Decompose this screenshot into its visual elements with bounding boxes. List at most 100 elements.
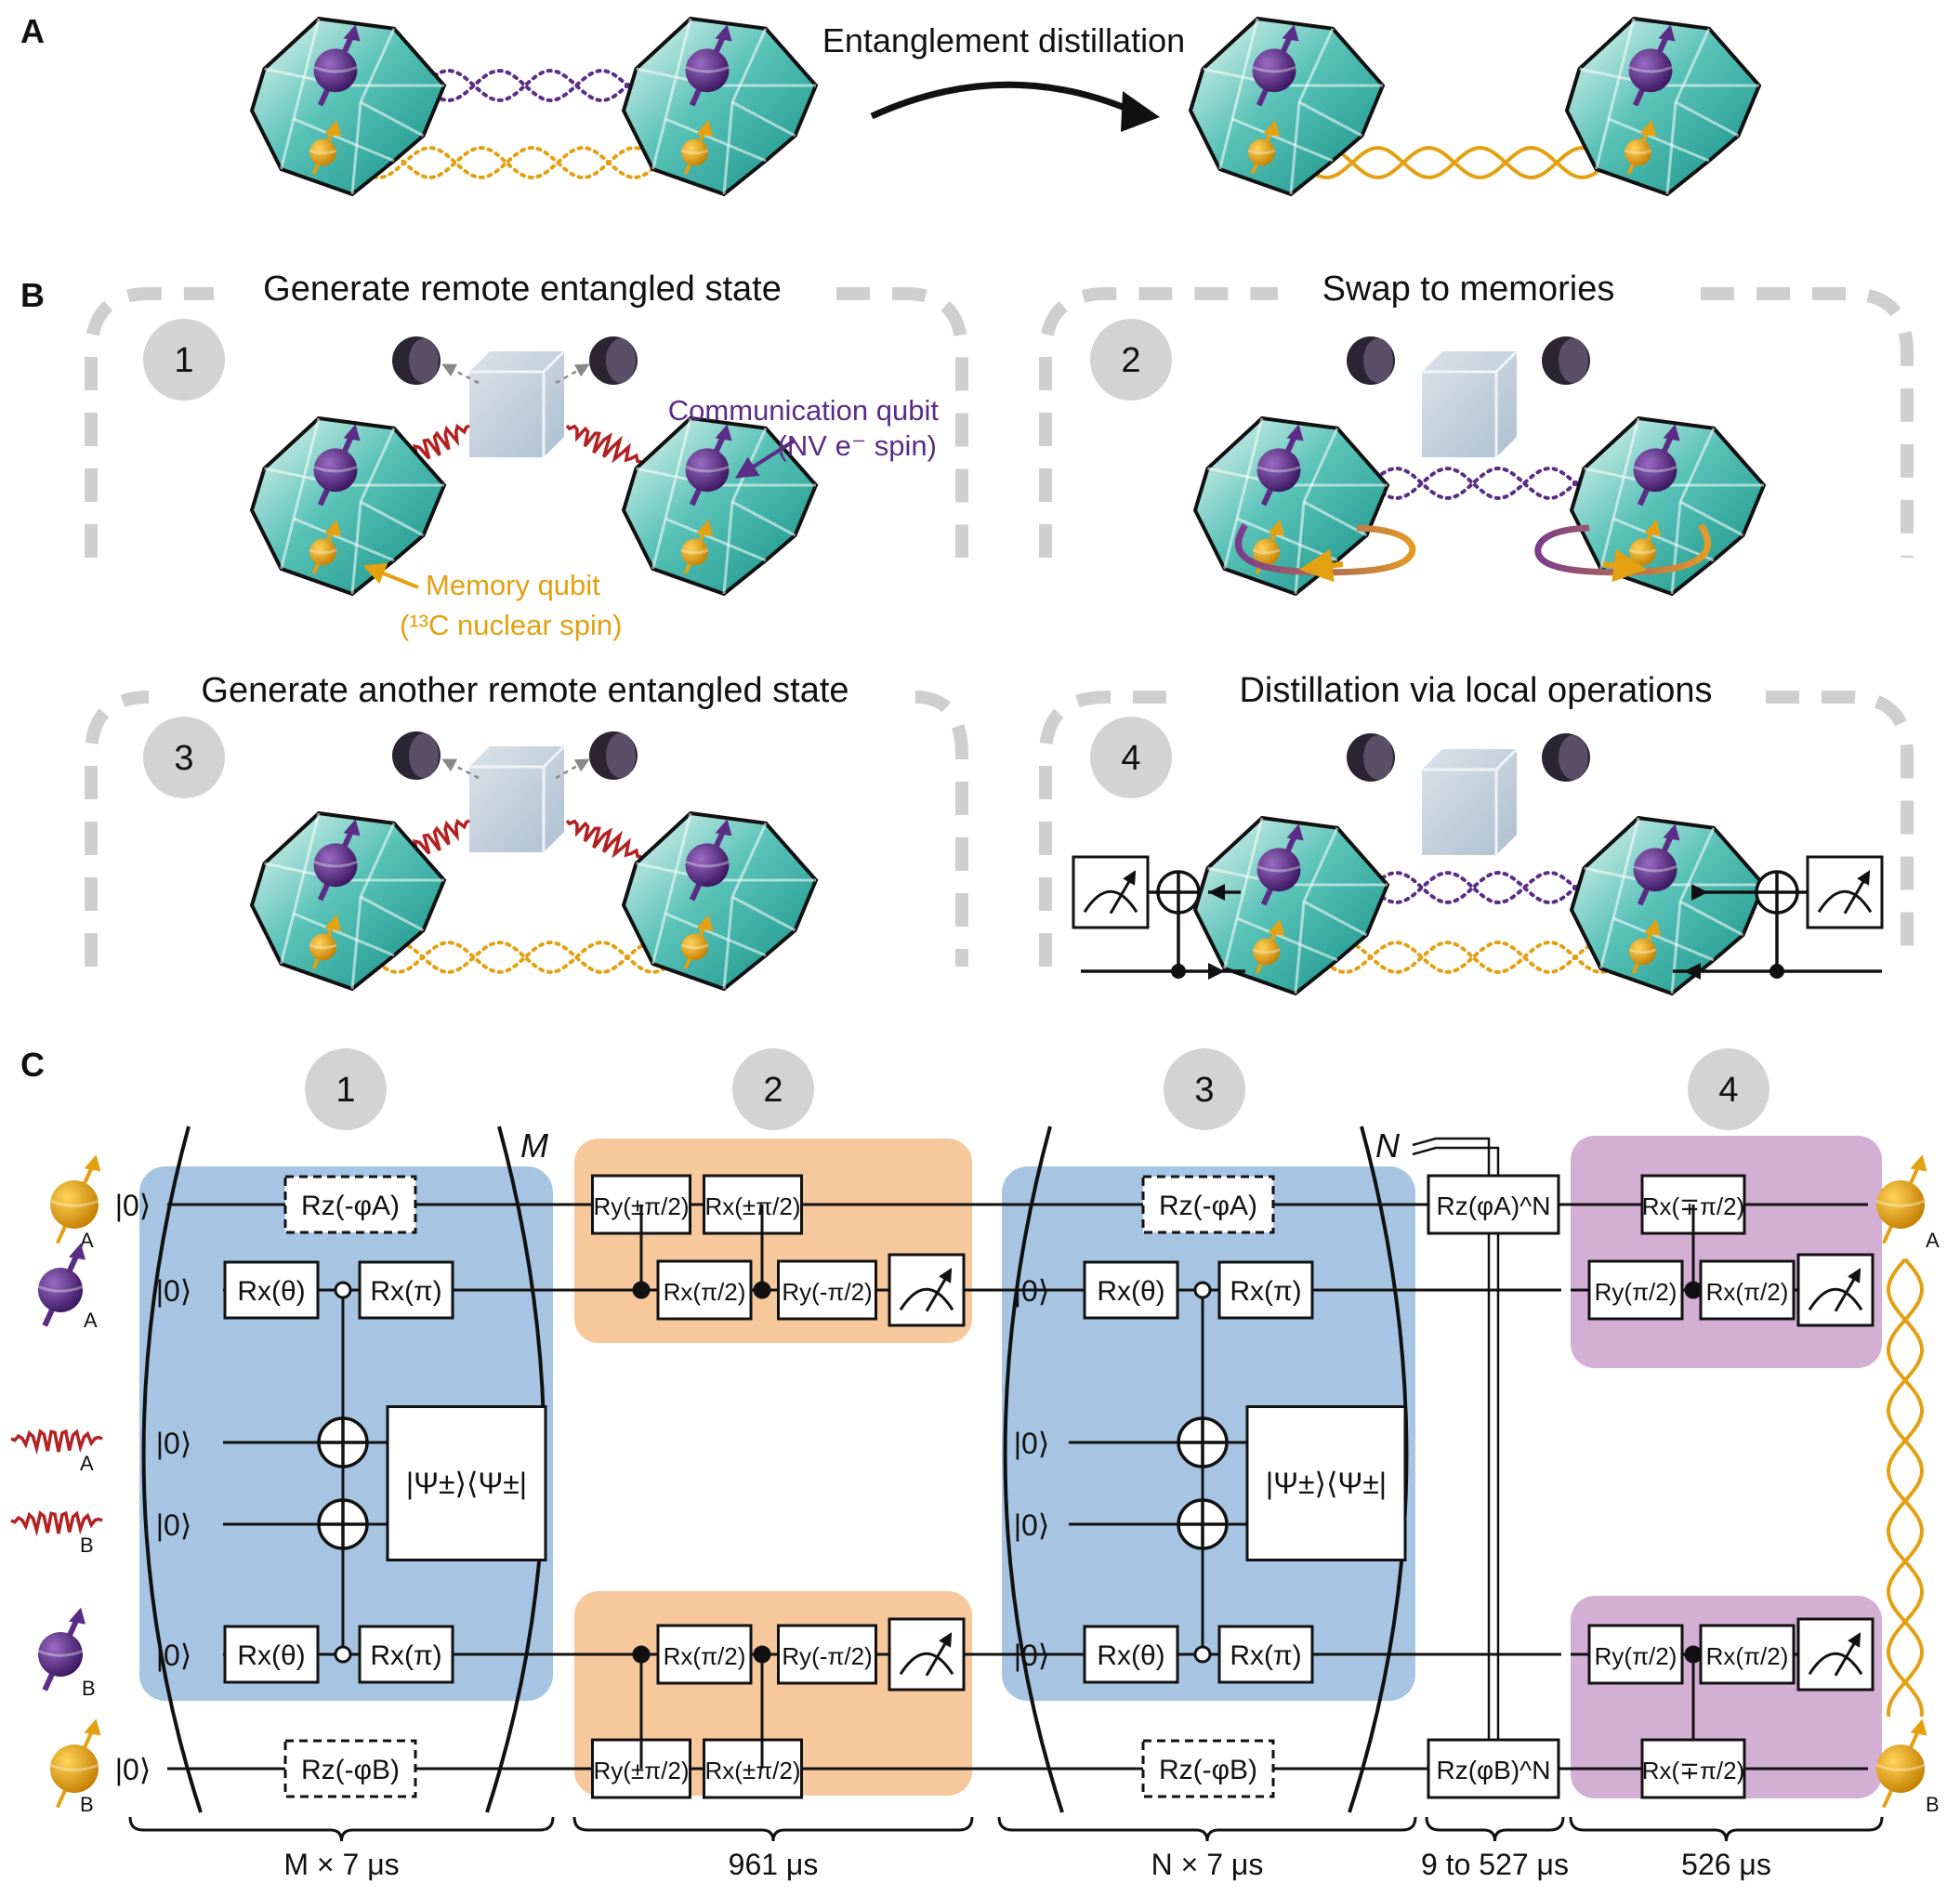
step3-target-photon-a xyxy=(1177,1416,1229,1468)
step1-number: 1 xyxy=(174,341,193,380)
duration-step3-label: N × 7 μs xyxy=(1151,1848,1264,1881)
c-electron-b-icon xyxy=(37,1607,86,1692)
step2-node-left-nuclear-spin-arrowhead xyxy=(1268,519,1285,536)
step4-frame xyxy=(1039,691,1914,967)
step4-beamsplitter-edges xyxy=(1422,747,1519,855)
step2-control-a2 xyxy=(753,1281,771,1299)
a-distilled-right-diamond-body xyxy=(1564,16,1762,197)
step4-node-right-electron-spin xyxy=(1633,823,1680,906)
step1-node-left-diamond xyxy=(249,415,447,597)
init-photon-a-1: |0⟩ xyxy=(156,1427,192,1460)
step1-node-right-diamond-facet-5 xyxy=(731,500,796,537)
duration-step4-brace: 526 μs xyxy=(1569,1816,1884,1881)
step1-node-right-diamond xyxy=(621,415,819,597)
step3-node-right-nuclear-spin xyxy=(680,914,714,969)
step4-rx-electron-a: Rx(π/2) xyxy=(1699,1259,1796,1321)
step2-node-left-electron-spin xyxy=(1256,424,1304,507)
step4-node-left-diamond-facet-4 xyxy=(1236,916,1338,962)
step4-right-target xyxy=(1755,870,1799,915)
c-electron-b-subscript: B xyxy=(82,1677,96,1700)
a-node-right-diamond-facet-5 xyxy=(731,100,796,138)
duration-step3-brace: N × 7 μs xyxy=(997,1816,1417,1881)
a-distilled-left-nuclear-spin-ball xyxy=(1248,138,1275,166)
a-distilled-left-electron-spin-band xyxy=(1252,65,1296,73)
circuit-step4-number: 4 xyxy=(1718,1071,1738,1110)
repeat-m-label: M xyxy=(520,1126,548,1165)
c-electron-a-subscript: A xyxy=(84,1309,98,1332)
a-node-right-electron-spin-arrowhead xyxy=(715,24,732,42)
a-node-right-electron-spin-ball xyxy=(685,48,730,93)
step2-node-left-nuclear-spin-ball xyxy=(1253,538,1280,566)
c-electron-a-icon xyxy=(37,1243,86,1327)
init-electron-b-3: |0⟩ xyxy=(1014,1639,1050,1672)
step1-beamsplitter-body xyxy=(469,351,564,457)
step2-node-right-diamond-facet-5 xyxy=(1679,500,1744,537)
step4-measure-b-arc xyxy=(1808,1652,1863,1676)
step4-left-measurement-needle xyxy=(1109,870,1137,915)
communication-qubit-label: Communication qubit xyxy=(668,394,940,427)
c-memory-b-icon-arrowhead xyxy=(84,1718,101,1736)
step1-node-left-electron-spin-arrowhead xyxy=(343,424,361,441)
step3-photon-right-wave xyxy=(565,819,642,859)
step2-measure-a xyxy=(888,1253,966,1327)
step3-open-control-a xyxy=(1193,1281,1212,1299)
step1-beamsplitter xyxy=(469,349,566,457)
c-photon-a-icon-wave xyxy=(10,1429,103,1455)
step1-node-right-nuclear-spin-band xyxy=(680,548,709,555)
step4-left-target xyxy=(1156,870,1201,915)
step2-rx-memory-b: Rx(±π/2) xyxy=(703,1738,803,1799)
circuit-step2-number: 2 xyxy=(763,1071,783,1110)
step4-left-memory-arrow xyxy=(1208,963,1225,980)
c-electron-b-icon-band xyxy=(37,1650,84,1657)
step4-node-right-diamond xyxy=(1569,815,1767,996)
step2-rx-electron-a: Rx(π/2) xyxy=(656,1259,753,1321)
a-distilled-right-nuclear-spin-ball xyxy=(1625,138,1651,166)
a-distilled-right-electron-spin xyxy=(1628,24,1676,107)
step4-control-a xyxy=(1684,1281,1703,1299)
step3-path-right xyxy=(555,758,590,780)
c-photon-b-subscript: B xyxy=(80,1534,94,1557)
step2-node-left-diamond-facet-5 xyxy=(1303,500,1368,537)
init-electron-b-1: |0⟩ xyxy=(156,1639,192,1672)
step1-node-right-electron-spin-band xyxy=(685,465,730,473)
step1-bell-measurement: |Ψ±⟩⟨Ψ±| xyxy=(386,1405,547,1561)
step4-node-left-diamond xyxy=(1192,815,1390,996)
c-photon-b-icon-wave xyxy=(10,1510,103,1537)
step2-measure-a-needle xyxy=(925,1268,953,1312)
step4-node-left-nuclear-spin-ball xyxy=(1253,938,1280,966)
circuit-step2-badge: 2 xyxy=(732,1048,814,1130)
a-distilled-right-nuclear-spin-band xyxy=(1624,149,1652,155)
step2-detector-left-face xyxy=(1363,338,1393,383)
repeat-m-open-bracket xyxy=(141,1126,203,1813)
step2-node-left-nuclear-spin xyxy=(1252,519,1285,574)
step1-badge: 1 xyxy=(143,319,225,401)
step4-measure-a-needle xyxy=(1834,1268,1861,1312)
duration-step3-brace-path xyxy=(997,1816,1417,1842)
step4-node-left-electron-spin-arrowhead xyxy=(1286,823,1304,841)
step2-rx-memory-a-box xyxy=(703,1174,803,1235)
step2-badge: 2 xyxy=(1090,319,1172,401)
a-node-left-diamond-facet-5 xyxy=(360,100,425,138)
step4-right-measurement-needle xyxy=(1843,870,1871,915)
step2-control-a1 xyxy=(632,1281,651,1299)
step1-node-left-diamond-facet-5 xyxy=(360,500,425,537)
duration-step1-brace-path xyxy=(128,1816,555,1842)
a-node-left-diamond-facet-4 xyxy=(293,117,395,163)
step4-left-measurement xyxy=(1072,855,1150,929)
step4-right-measurement xyxy=(1806,855,1884,929)
step1-detector-left-face xyxy=(409,338,439,383)
step3-rz-phase-b-box xyxy=(1141,1739,1275,1798)
step4-measure-b xyxy=(1796,1617,1874,1692)
a-distilled-right-electron-spin-band xyxy=(1628,65,1673,73)
step4-rx-electron-b-box xyxy=(1699,1624,1796,1685)
step3-rx-pi-b: Rx(π) xyxy=(1217,1625,1314,1684)
step3-rx-pi-b-label: Rx(π) xyxy=(1230,1640,1301,1671)
a-distilled-right-electron-spin-arrowhead xyxy=(1658,24,1676,42)
a-node-left-nuclear-spin-arrowhead xyxy=(324,119,342,137)
step1-node-left-nuclear-spin-band xyxy=(309,548,337,555)
step4-rx-electron-b-label: Rx(π/2) xyxy=(1706,1642,1789,1670)
a-node-right-nuclear-spin-arrowhead xyxy=(696,119,714,137)
c-memory-a-icon-arrowhead xyxy=(84,1154,101,1172)
step1-node-left-electron-spin-ball xyxy=(313,448,358,493)
